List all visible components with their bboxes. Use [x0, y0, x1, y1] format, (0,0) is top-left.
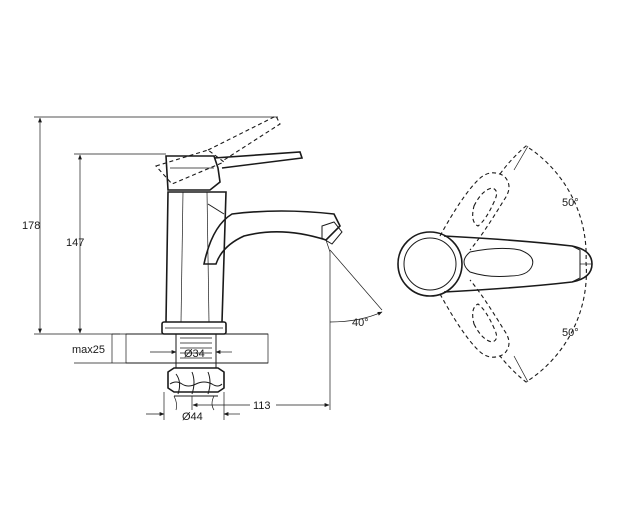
base-circle [397, 231, 463, 297]
base-diameter-label: Ø44 [182, 411, 203, 423]
dimension-spout-angle: 40° [329, 249, 383, 329]
dimension-spout-reach: 113 [192, 398, 330, 412]
deck-thickness-label: max25 [72, 344, 105, 356]
faucet-body [165, 191, 227, 323]
mounting-nut [167, 367, 225, 411]
rotation-angle-bottom-label: 50° [562, 327, 579, 339]
handle-rotated-down [439, 279, 510, 358]
lever-raised-outline [155, 115, 281, 185]
side-view: 178 147 max25 Ø34 Ø44 113 [22, 115, 383, 423]
rotation-arc [499, 145, 587, 383]
total-height-label: 178 [22, 220, 40, 232]
thread-shank [175, 333, 217, 369]
dimension-total-height: 178 [22, 117, 42, 334]
dimension-base-diameter: Ø44 [146, 411, 240, 423]
handle-rotated-up [439, 172, 510, 251]
rotation-angle-top-label: 50° [562, 197, 579, 209]
dimension-thread-diameter: Ø34 [150, 348, 232, 360]
top-view: 50° 50° [397, 145, 593, 383]
body-height-label: 147 [66, 237, 84, 249]
spout-reach-label: 113 [253, 400, 271, 412]
faucet-base [161, 321, 227, 335]
lever-handle [165, 151, 304, 191]
dimension-body-height: 147 [66, 154, 84, 334]
spout-angle-label: 40° [352, 317, 369, 329]
thread-diameter-label: Ø34 [184, 348, 205, 360]
dimension-deck-thickness: max25 [72, 333, 120, 363]
spout [203, 203, 343, 265]
extension-lines [34, 116, 331, 420]
handle-center [443, 235, 593, 293]
